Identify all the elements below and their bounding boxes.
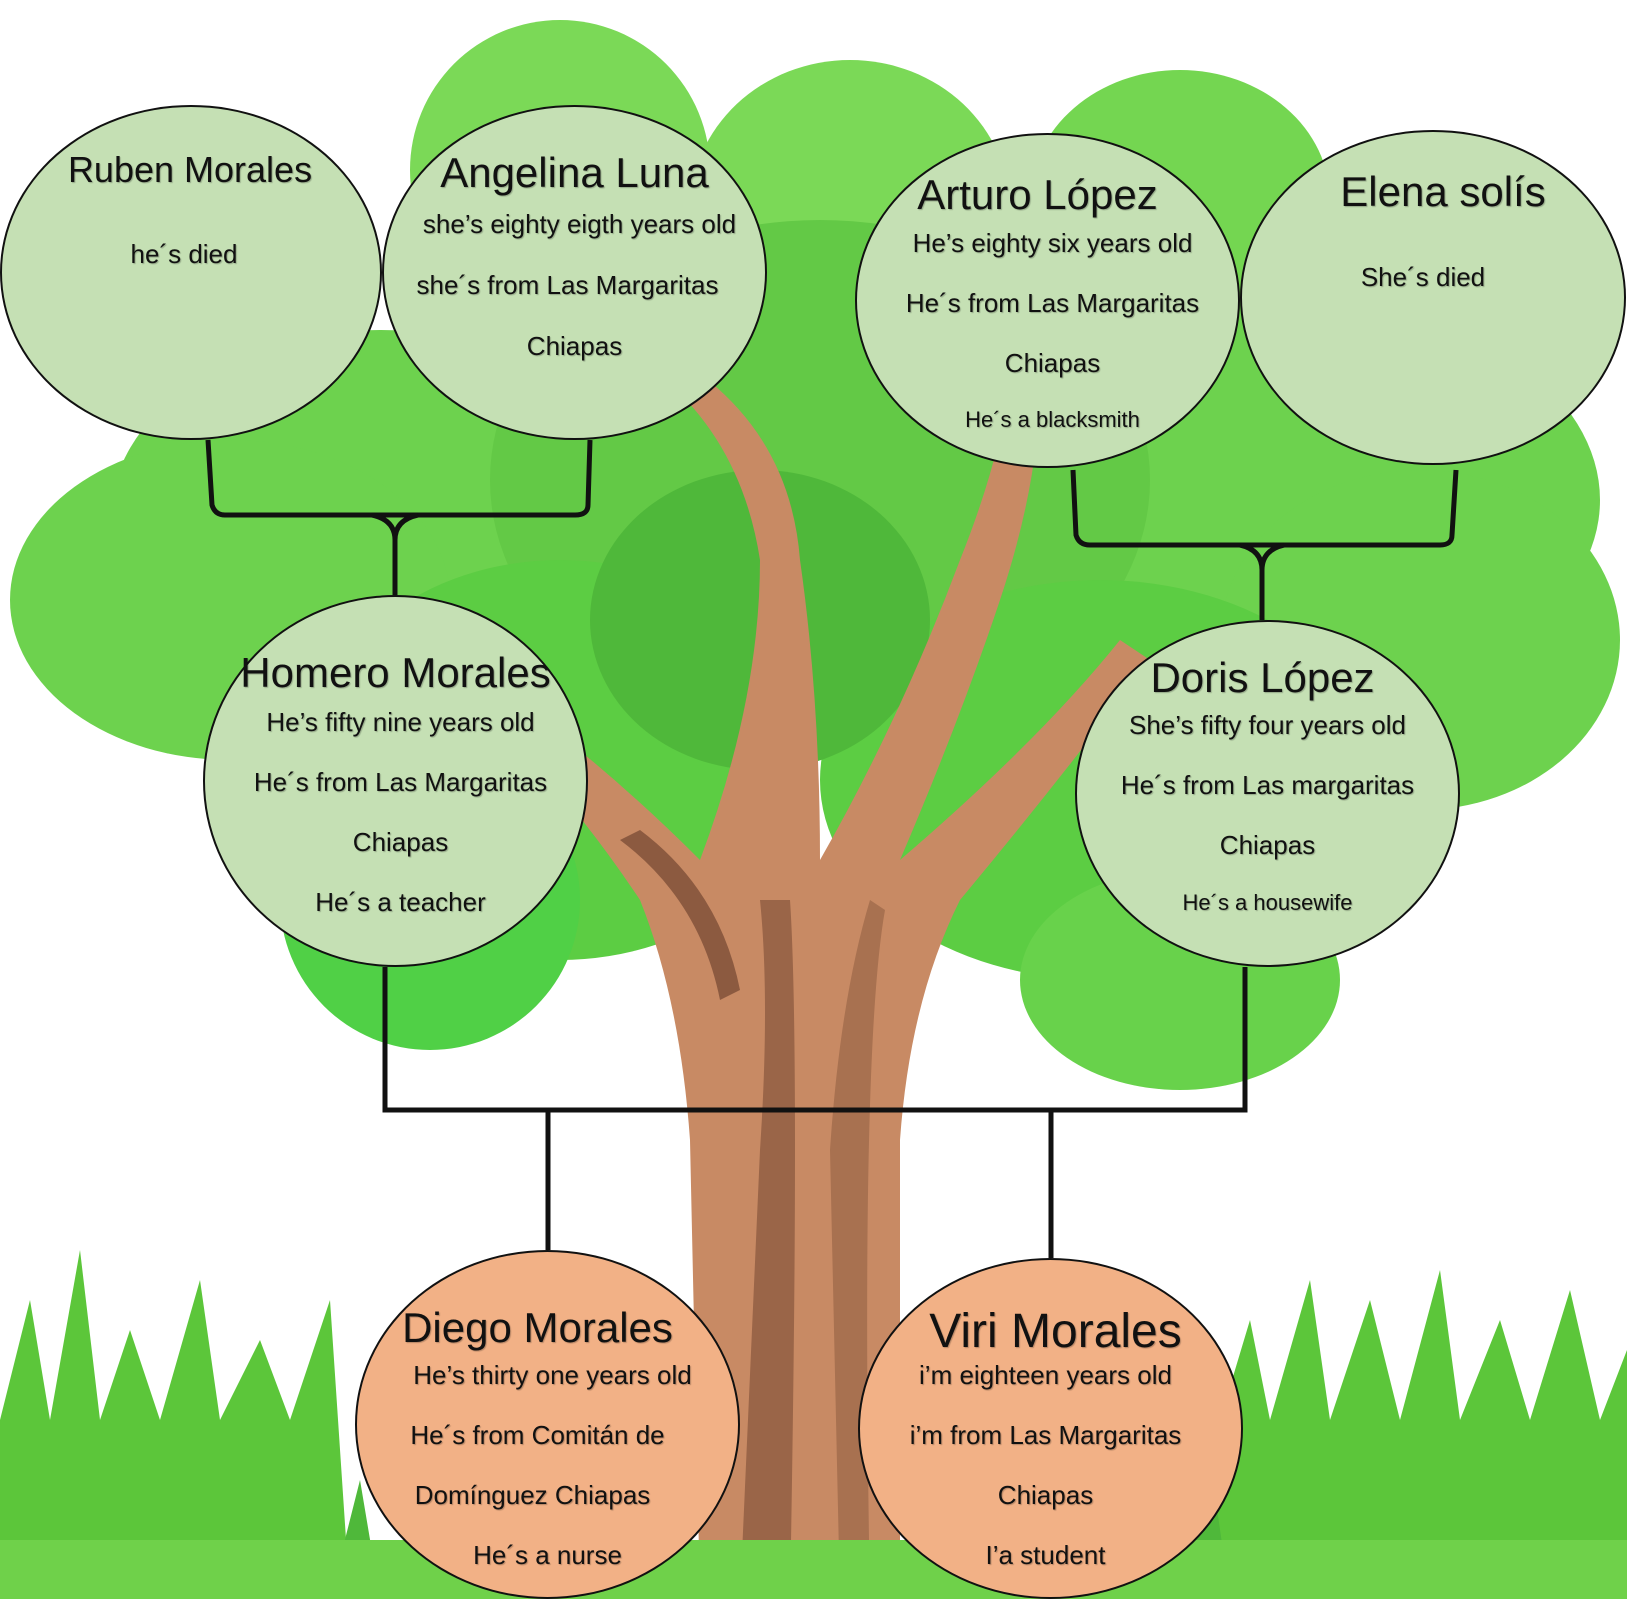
person-name: Elena solís	[1340, 168, 1546, 215]
person-doris-lopez: Doris López She’s fifty four years old H…	[1075, 620, 1460, 967]
person-occupation: I’a student	[985, 1540, 1106, 1570]
person-origin: she´s from Las Margaritas	[416, 270, 719, 300]
connector-to-homero	[371, 512, 419, 595]
person-occupation: He´s a teacher	[315, 887, 486, 917]
person-origin-state: Domínguez Chiapas	[414, 1480, 651, 1510]
connector-to-doris	[1239, 542, 1285, 620]
person-status: he´s died	[130, 239, 238, 269]
person-name: Angelina Luna	[440, 149, 709, 196]
person-name: Arturo López	[917, 171, 1158, 218]
person-origin: He´s from Las margaritas	[1120, 770, 1415, 800]
person-viri-morales: Viri Morales i’m eighteen years old i’m …	[858, 1258, 1243, 1599]
person-occupation: He´s a nurse	[473, 1540, 622, 1570]
person-status: She´s died	[1360, 262, 1486, 292]
person-origin-state: Chiapas	[1004, 348, 1101, 378]
person-origin-state: Chiapas	[1219, 830, 1316, 860]
person-origin-state: Chiapas	[352, 827, 449, 857]
person-origin: He´s from Las Margaritas	[905, 288, 1200, 318]
person-age: i’m eighteen years old	[919, 1360, 1172, 1390]
person-name: Homero Morales	[240, 649, 551, 696]
connectors	[205, 439, 1459, 1258]
person-origin-state: Chiapas	[997, 1480, 1094, 1510]
connector-parents	[382, 967, 1248, 1113]
connector-ruben-angelina	[205, 439, 593, 518]
person-age: He’s eighty six years old	[912, 228, 1193, 258]
grass	[0, 1250, 1627, 1599]
person-origin-state: Chiapas	[526, 331, 623, 361]
person-occupation: He´s a blacksmith	[965, 407, 1140, 432]
tree-trunk	[470, 360, 1150, 1599]
person-angelina-luna: Angelina Luna she’s eighty eigth years o…	[382, 105, 767, 440]
person-name: Diego Morales	[402, 1304, 673, 1351]
person-elena-solis: Elena solís She´s died	[1240, 130, 1626, 465]
person-origin: He´s from Las Margaritas	[253, 767, 548, 797]
person-age: He’s thirty one years old	[413, 1360, 692, 1390]
person-age: She’s fifty four years old	[1129, 710, 1406, 740]
person-name: Ruben Morales	[67, 149, 313, 190]
person-age: she’s eighty eigth years old	[422, 209, 737, 239]
person-homero-morales: Homero Morales He’s fifty nine years old…	[203, 595, 588, 967]
person-diego-morales: Diego Morales He’s thirty one years old …	[355, 1250, 740, 1599]
person-name: Doris López	[1150, 654, 1375, 701]
connector-arturo-elena	[1070, 469, 1459, 548]
person-age: He’s fifty nine years old	[266, 707, 535, 737]
person-name: Viri Morales	[929, 1305, 1182, 1358]
person-occupation: He´s a housewife	[1182, 890, 1353, 915]
person-ruben-morales: Ruben Morales he´s died	[0, 105, 382, 440]
person-origin: i’m from Las Margaritas	[909, 1420, 1182, 1450]
person-origin: He´s from Comitán de	[410, 1420, 665, 1450]
person-arturo-lopez: Arturo López He’s eighty six years old H…	[855, 133, 1240, 468]
